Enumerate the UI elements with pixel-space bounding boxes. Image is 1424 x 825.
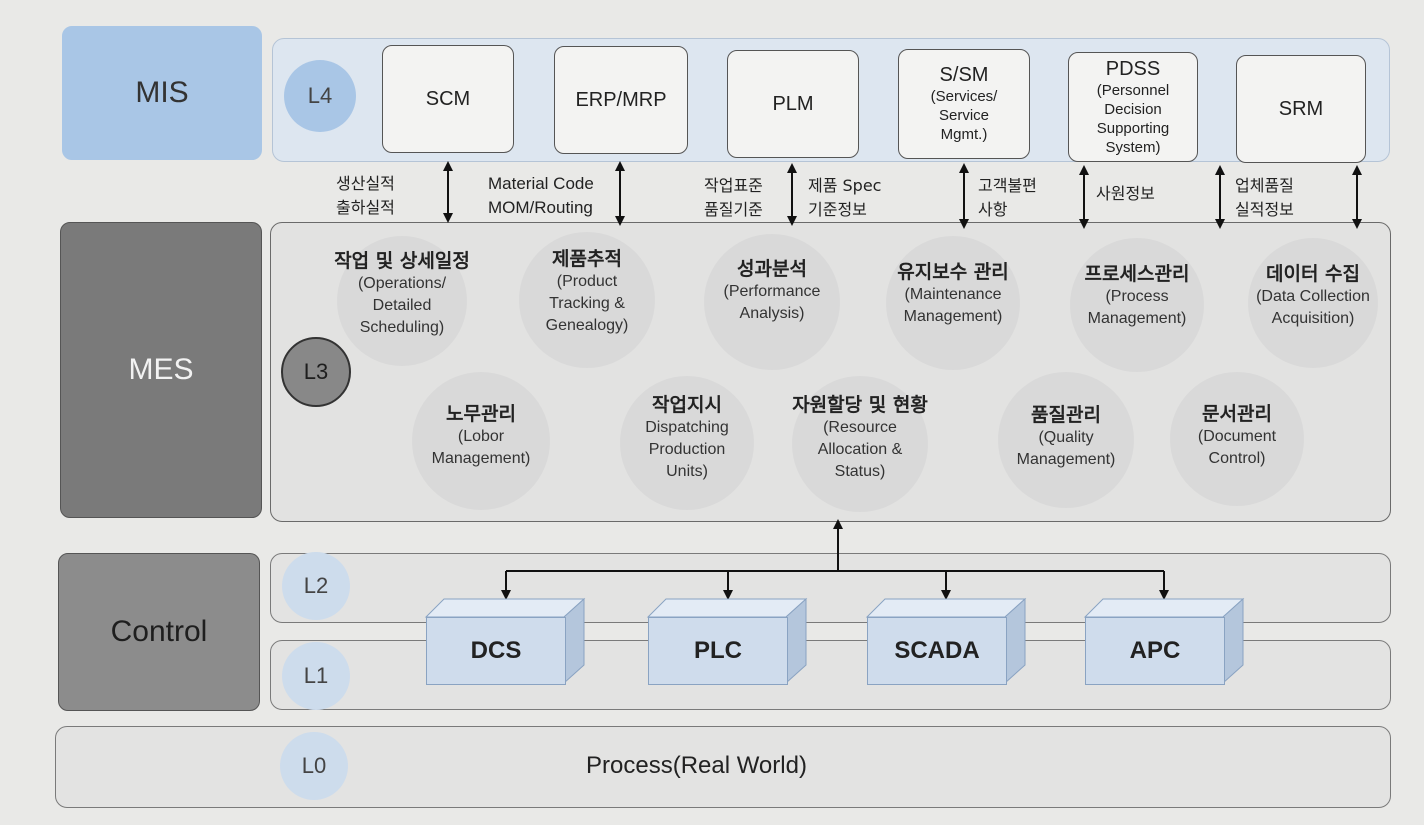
apc-device: APC [1083, 597, 1245, 685]
mes-level-label: MES [60, 222, 262, 518]
dcs-label: DCS [426, 617, 566, 685]
pdss-title: PDSS [1105, 57, 1161, 80]
l4-badge: L4 [284, 60, 356, 132]
mes-function-dispatching: 작업지시 Dispatching Production Units) [620, 376, 754, 510]
plc-device: PLC [646, 597, 808, 685]
scada-label: SCADA [867, 617, 1007, 685]
erp-mrp-title: ERP/MRP [575, 88, 667, 111]
pdss-sub-4: System) [1105, 138, 1161, 156]
plm-module: PLM [727, 50, 859, 158]
mes-function-process-management: 프로세스관리 (Process Management) [1070, 238, 1204, 372]
mes-function-labor-management: 노무관리 (Lobor Management) [412, 372, 550, 510]
mes-function-quality-management: 품질관리 (Quality Management) [998, 372, 1134, 508]
l1-badge: L1 [282, 642, 350, 710]
apc-label: APC [1085, 617, 1225, 685]
process-label: Process(Real World) [586, 752, 807, 779]
mes-function-data-collection: 데이터 수집 (Data Collection Acquisition) [1248, 238, 1378, 368]
mes-function-product-tracking: 제품추적 (Product Tracking & Genealogy) [519, 232, 655, 368]
ssm-sub-3: Mgmt.) [940, 126, 988, 143]
scm-title: SCM [425, 87, 471, 110]
ssm-module: S/SM (Services/ Service Mgmt.) [898, 49, 1030, 159]
control-level-label: Control [58, 553, 260, 711]
srm-module: SRM [1236, 55, 1366, 163]
erp-mrp-module: ERP/MRP [554, 46, 688, 154]
ssm-title: S/SM [939, 64, 989, 86]
ssm-sub-1: (Services/ [930, 88, 998, 105]
scm-module: SCM [382, 45, 514, 153]
dcs-device: DCS [424, 597, 586, 685]
mis-level-label: MIS [62, 26, 262, 160]
l0-badge: L0 [280, 732, 348, 800]
l3-badge: L3 [281, 337, 351, 407]
scada-device: SCADA [865, 597, 1027, 685]
mes-function-resource-allocation: 자원할당 및 현황 (Resource Allocation & Status) [792, 376, 928, 512]
pdss-sub-2: Decision [1104, 100, 1162, 118]
plm-title: PLM [772, 92, 814, 115]
ssm-sub-2: Service [938, 107, 990, 124]
pdss-sub-3: Supporting [1096, 119, 1170, 137]
srm-title: SRM [1278, 97, 1324, 120]
l2-badge: L2 [282, 552, 350, 620]
mes-function-performance-analysis: 성과분석 (Performance Analysis) [704, 234, 840, 370]
connector-label-5: 사원정보 [1096, 184, 1155, 203]
pdss-module: PDSS (Personnel Decision Supporting Syst… [1068, 52, 1198, 162]
mes-function-operations-scheduling: 작업 및 상세일정 (Operations/ Detailed Scheduli… [334, 236, 470, 366]
l0-band [55, 726, 1391, 808]
pdss-sub-1: (Personnel [1096, 81, 1170, 99]
plc-label: PLC [648, 617, 788, 685]
mes-function-maintenance: 유지보수 관리 (Maintenance Management) [886, 236, 1020, 370]
mes-function-document-control: 문서관리 (Document Control) [1170, 372, 1304, 506]
